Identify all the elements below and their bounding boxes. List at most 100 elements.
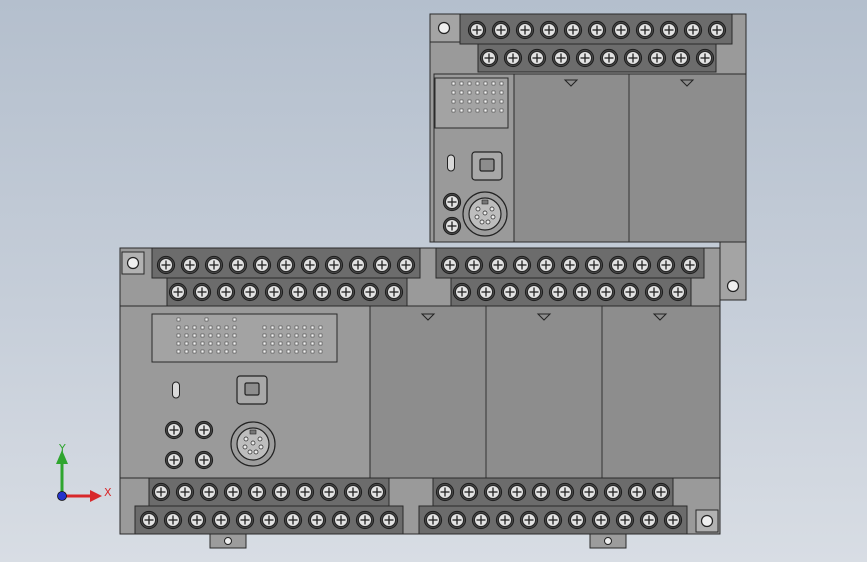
screw-terminal-icon [551,48,571,68]
screw-terminal-icon [271,482,291,502]
screw-terminal-icon [539,20,559,40]
screw-terminal-icon [348,255,368,275]
status-led [286,341,291,346]
status-led [232,317,237,322]
status-led [262,333,267,338]
din-pin [482,210,488,216]
status-led [302,325,307,330]
status-led [491,90,496,95]
screw-terminal-icon [300,255,320,275]
status-led [286,349,291,354]
status-led [294,325,299,330]
screw-terminal-icon [495,510,515,530]
screw-terminal-icon [668,282,688,302]
screw-terminal-icon [435,482,455,502]
status-led [318,333,323,338]
usb-socket [479,158,495,172]
led-status-panel [434,77,509,129]
status-led [459,90,464,95]
screw-terminal-icon [216,282,236,302]
status-led [459,108,464,113]
din-pin [489,206,495,212]
screw-terminal-icon [288,282,308,302]
screw-terminal-icon [199,482,219,502]
status-led [232,349,237,354]
screw-terminal-icon [163,510,183,530]
status-led [459,81,464,86]
screw-terminal-icon [307,510,327,530]
screw-terminal-icon [164,420,184,440]
screw-terminal-icon [372,255,392,275]
screw-terminal-icon [204,255,224,275]
status-led [318,325,323,330]
screw-terminal-icon [632,255,652,275]
status-led [302,341,307,346]
status-led [491,81,496,86]
status-led [286,333,291,338]
screw-terminal-icon [680,255,700,275]
screw-terminal-icon [608,255,628,275]
status-led [224,325,229,330]
cover-arrow-icon [652,313,668,321]
screw-terminal-icon [192,282,212,302]
status-led [451,90,456,95]
screw-terminal-icon [620,282,640,302]
status-led [176,333,181,338]
screw-terminal-icon [312,282,332,302]
screw-terminal-icon [367,482,387,502]
status-led [467,99,472,104]
status-led [475,90,480,95]
status-led [184,325,189,330]
screw-terminal-icon [603,482,623,502]
status-led [451,99,456,104]
status-led [216,333,221,338]
status-led [204,317,209,322]
status-led [224,349,229,354]
status-led [483,90,488,95]
screw-terminal-icon [471,510,491,530]
mounting-hole-icon [121,251,145,275]
axis-triad[interactable] [56,450,102,502]
usb-port-icon [236,375,268,405]
screw-terminal-icon [503,48,523,68]
screw-terminal-icon [464,255,484,275]
status-led [208,349,213,354]
screw-terminal-icon [656,255,676,275]
status-led [216,325,221,330]
screw-terminal-icon [139,510,159,530]
din-pin [258,444,264,450]
screw-terminal-icon [194,420,214,440]
cover-arrow-icon [679,79,695,87]
status-led [262,349,267,354]
screw-terminal-icon [343,482,363,502]
screw-terminal-icon [211,510,231,530]
din-key [249,429,257,435]
screw-terminal-icon [615,510,635,530]
screw-terminal-icon [651,482,671,502]
status-led [200,349,205,354]
status-led [467,108,472,113]
screw-terminal-icon [515,20,535,40]
usb-socket [244,382,260,396]
y-axis-label: Y [59,442,66,455]
screw-terminal-icon [572,282,592,302]
x-axis-label: X [104,486,112,499]
status-led [499,90,504,95]
screw-terminal-icon [423,510,443,530]
status-led [176,325,181,330]
screw-terminal-icon [483,482,503,502]
screw-terminal-icon [151,482,171,502]
screw-terminal-icon [548,282,568,302]
status-led [302,349,307,354]
status-led [278,349,283,354]
screw-terminal-icon [331,510,351,530]
screw-terminal-icon [194,450,214,470]
status-led [200,341,205,346]
screw-terminal-icon [283,510,303,530]
status-led [208,333,213,338]
din-pin [475,206,481,212]
status-led [176,317,181,322]
screw-terminal-icon [596,282,616,302]
screw-terminal-icon [659,20,679,40]
